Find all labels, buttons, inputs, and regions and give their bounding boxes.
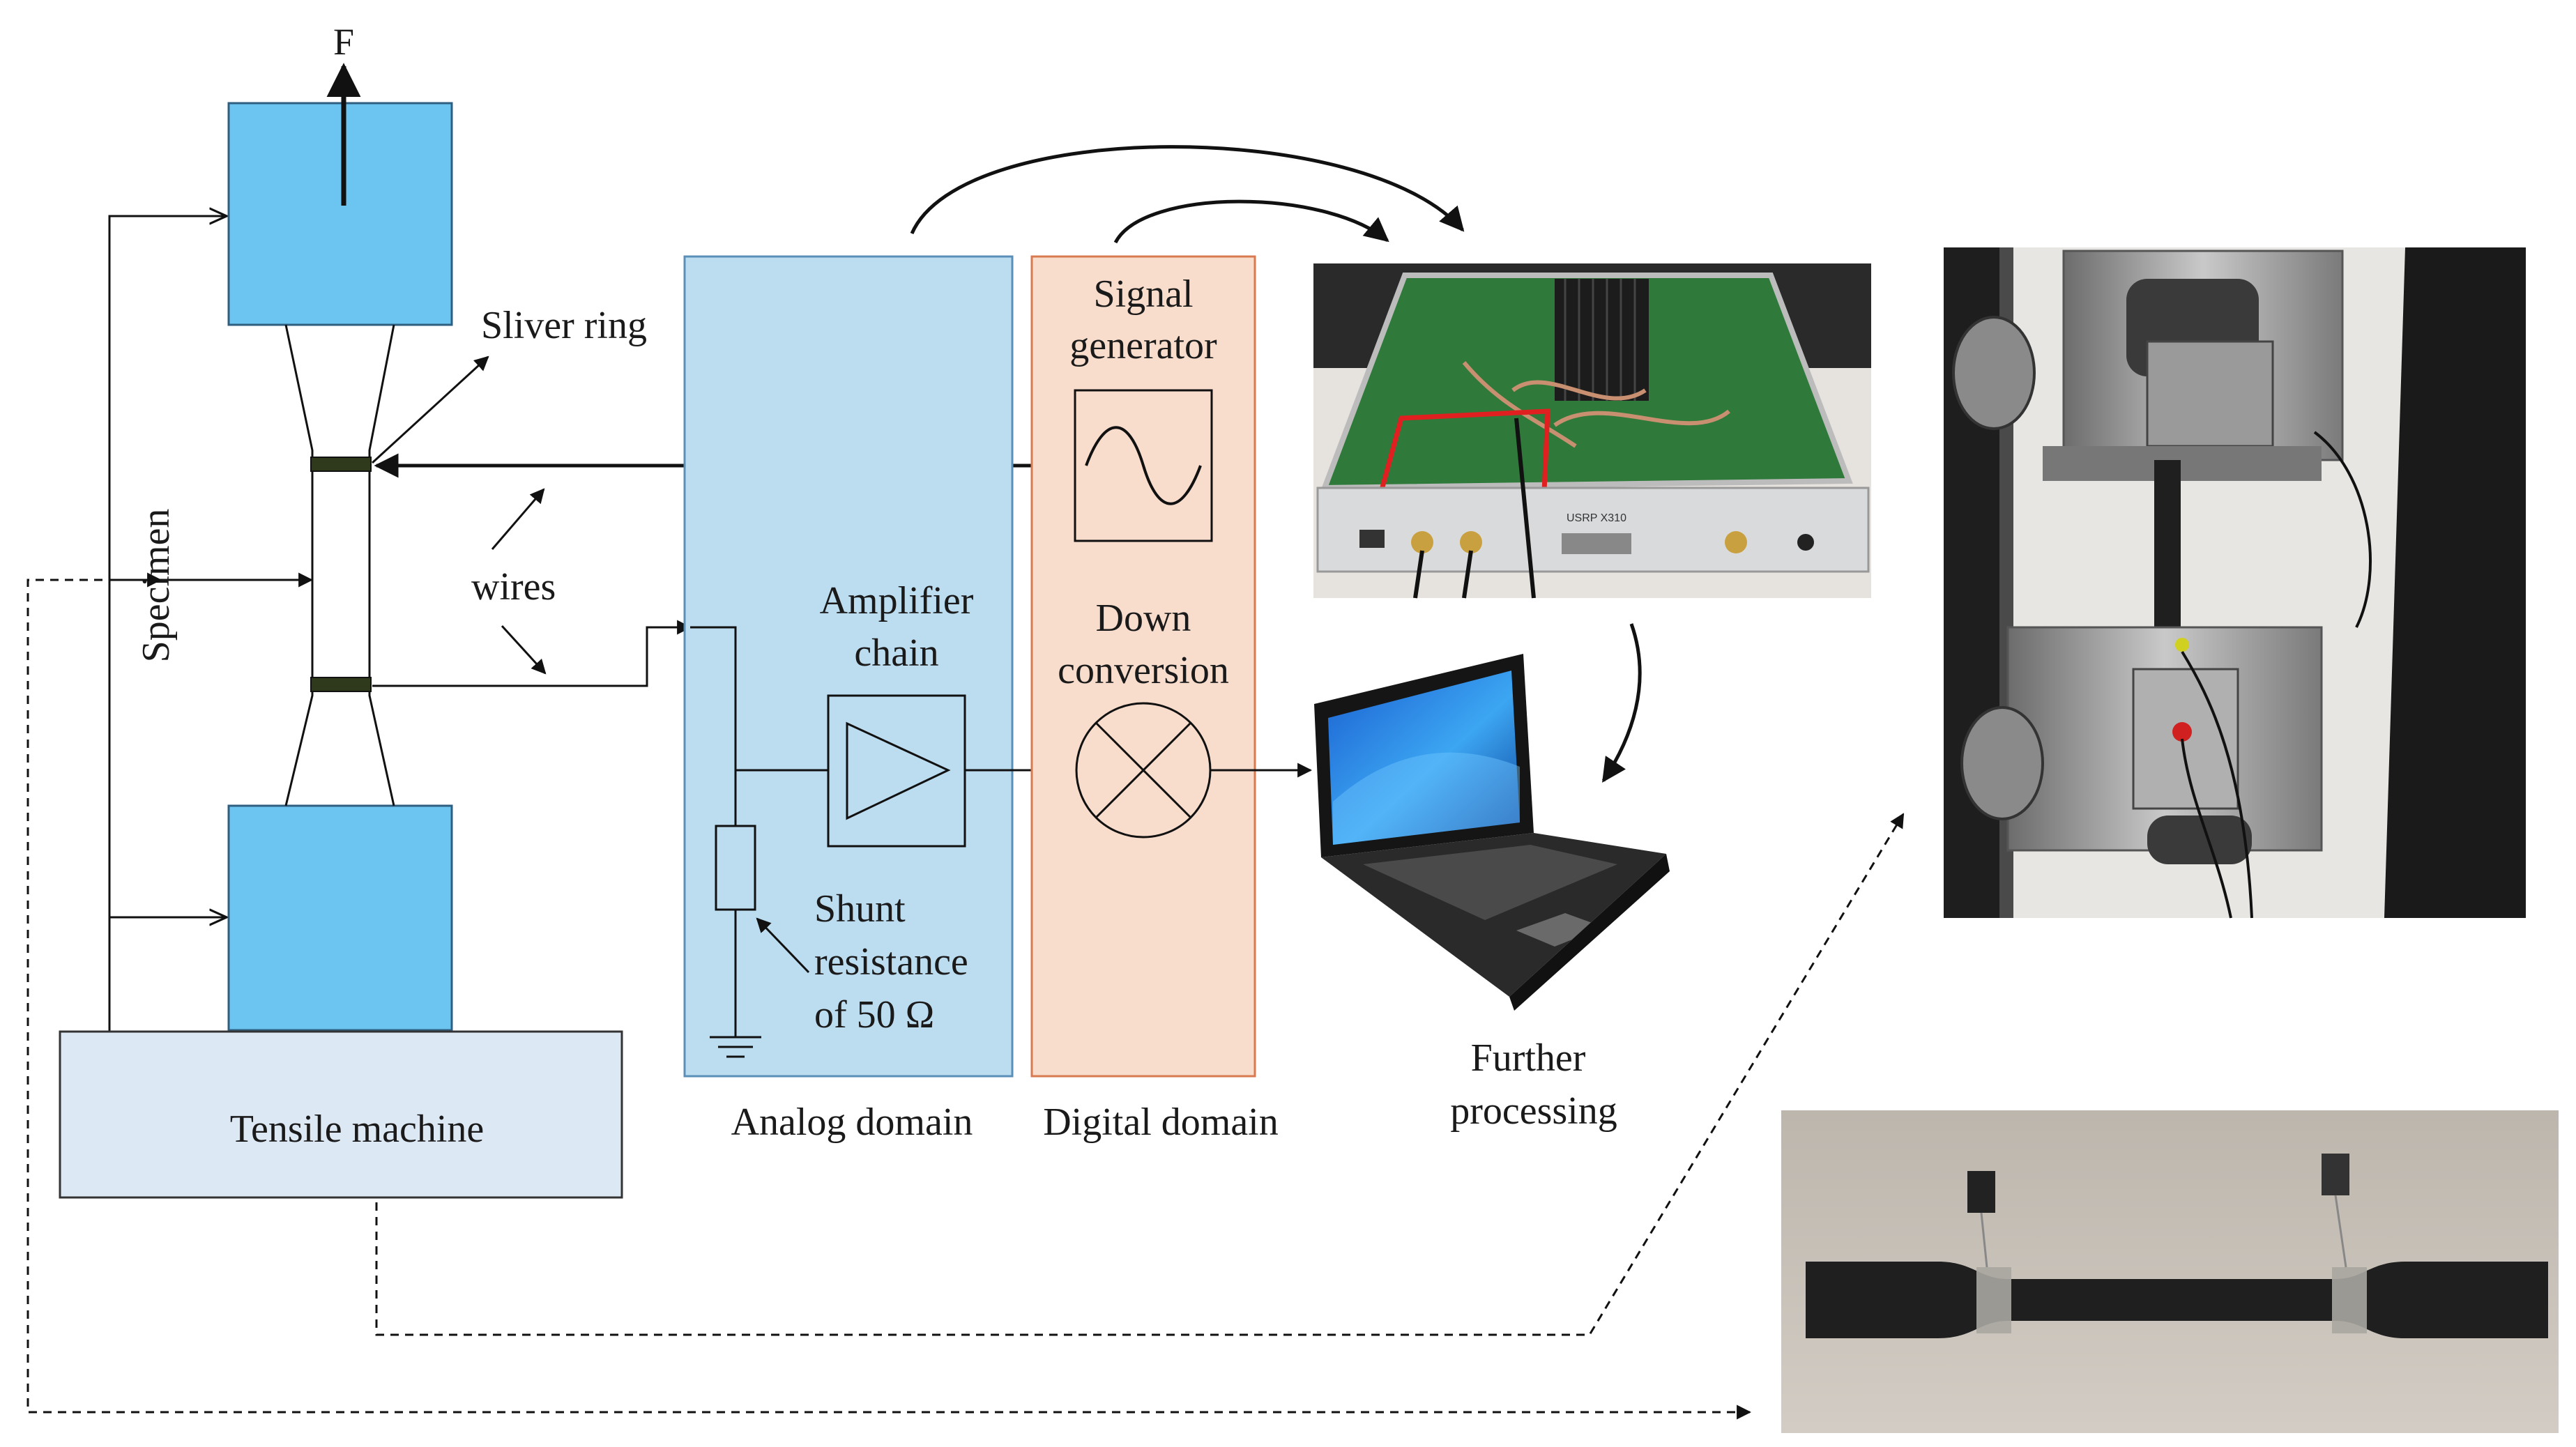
photo-connector-left <box>1967 1171 1995 1213</box>
tensile-machine-label: Tensile machine <box>230 1108 485 1151</box>
digital-domain-label: Digital domain <box>1043 1101 1279 1144</box>
photo-silver-ring-right <box>2332 1267 2367 1333</box>
testing-machine-photo <box>1944 247 2526 919</box>
sine-wave-icon <box>1085 426 1202 505</box>
dashed-link-specimen-to-photo <box>26 572 1752 1420</box>
laptop-icon <box>1314 654 1670 1011</box>
analog-domain-label: Analog domain <box>731 1101 973 1144</box>
usrp-heatsink <box>1555 279 1649 401</box>
sliver-ring-label: Sliver ring <box>481 304 647 347</box>
wires-pointer-up <box>491 488 545 550</box>
shunt-label-line2: resistance <box>814 940 968 983</box>
usrp-front-label: USRP X310 <box>1567 512 1626 524</box>
amplifier-label-line1: Amplifier <box>820 579 974 622</box>
analog-domain-panel: Shunt resistance of 50 Ω Amplifier chain… <box>683 255 1074 1144</box>
specimen-label: Specimen <box>135 509 178 663</box>
shunt-label-line1: Shunt <box>814 887 906 931</box>
usrp-device-photo: USRP X310 <box>1313 263 1871 599</box>
usrp-front-panel <box>1316 487 1870 573</box>
further-processing-line2: processing <box>1450 1089 1617 1133</box>
photo-connector-right <box>2322 1154 2349 1195</box>
machine-column-right <box>2384 247 2526 918</box>
lower-ring-band <box>310 677 372 692</box>
upper-ring-band <box>310 457 372 472</box>
sliver-ring-pointer <box>371 355 489 464</box>
amplifier-label-line2: chain <box>854 631 938 675</box>
signal-generator-label-line1: Signal <box>1093 273 1193 316</box>
signal-generator-box <box>1074 389 1213 542</box>
curved-arrow-digital-to-usrp <box>1113 199 1389 244</box>
curved-arrow-analog-to-usrp <box>910 145 1465 235</box>
specimen-outline <box>284 324 395 806</box>
wires-label: wires <box>471 565 556 608</box>
further-processing-line1: Further <box>1471 1036 1586 1080</box>
down-conversion-label-line2: conversion <box>1058 649 1229 692</box>
specimen-photo <box>1781 1110 2559 1433</box>
upper-grip <box>227 102 453 326</box>
shunt-label-line3: of 50 Ω <box>814 993 934 1036</box>
force-label: F <box>333 21 354 63</box>
lower-grip <box>227 804 453 1032</box>
wires-pointer-down <box>501 625 547 675</box>
digital-domain-panel: Signal generator Down conversion Digital… <box>1030 255 1313 1144</box>
frame-line-left <box>108 216 227 1032</box>
curved-arrow-usrp-to-laptop <box>1601 623 1642 783</box>
signal-generator-label-line2: generator <box>1069 324 1217 367</box>
down-conversion-label-line1: Down <box>1096 597 1191 640</box>
photo-silver-ring-left <box>1976 1267 2011 1333</box>
